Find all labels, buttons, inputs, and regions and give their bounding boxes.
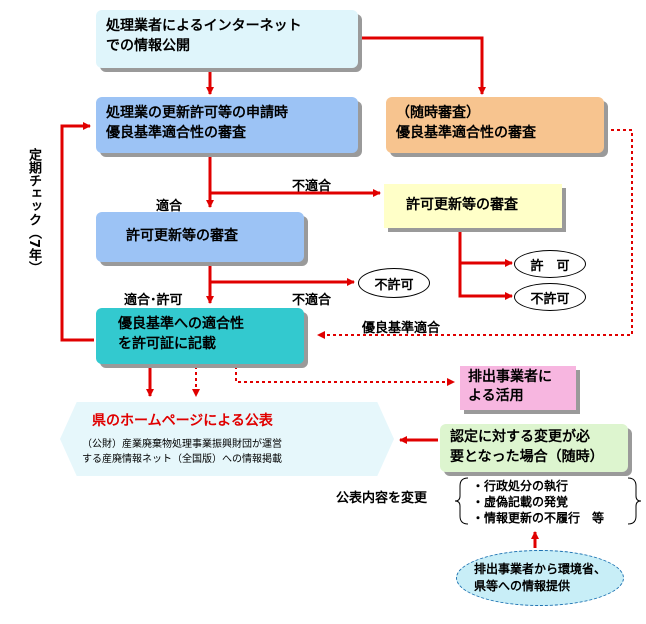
info-from-emitters-text: 排出事業者から環境省、 県等への情報提供 bbox=[473, 562, 606, 593]
pref-homepage-box bbox=[60, 402, 394, 476]
dotted-record-to-emitter bbox=[235, 366, 455, 386]
pref-homepage-sub: （公財）産業廃棄物処理事業振興財団が運営 する産廃情報ネット（全国版）への情報掲… bbox=[82, 439, 282, 465]
not-permitted-main-oval: 不許可 bbox=[358, 268, 430, 298]
label-change-publication: 公表内容を変更 bbox=[336, 491, 428, 506]
record-on-permit-box: 優良基準への適合性 を許可証に記載 bbox=[96, 308, 304, 364]
reasons-bracket-left bbox=[454, 477, 469, 525]
reasons-list: ・行政処分の執行 ・虚偽記載の発覚 ・情報更新の不履行 等 bbox=[472, 479, 605, 525]
permit-review-side-box: 許可更新等の審査 bbox=[384, 184, 562, 228]
label-nonconform-2: 不適合 bbox=[292, 293, 332, 308]
permit-review-main-box: 許可更新等の審査 bbox=[96, 212, 304, 262]
not-permitted-side-oval: 不許可 bbox=[514, 283, 586, 311]
arrow-periodic-loop bbox=[60, 122, 94, 342]
renewal-review-box: 処理業の更新許可等の申請時 優良基準適合性の審査 bbox=[96, 97, 358, 153]
permitted-oval: 許 可 bbox=[514, 250, 586, 278]
label-nonconform-1: 不適合 bbox=[292, 179, 332, 194]
pref-homepage-title: 県のホームページによる公表 bbox=[92, 413, 273, 429]
label-meets-standard: 優良基準適合 bbox=[362, 321, 441, 336]
label-conform-permit: 適合･許可 bbox=[124, 293, 183, 308]
internet-disclosure-box: 処理業者によるインターネット での情報公開 bbox=[96, 10, 358, 68]
info-from-emitters-oval: 排出事業者から環境省、 県等への情報提供 bbox=[456, 550, 624, 606]
change-needed-box: 認定に対する変更が必 要となった場合（随時） bbox=[440, 424, 628, 472]
label-periodic-check: 定期チェック（7年） bbox=[26, 148, 41, 275]
arrow-side-to-permitted bbox=[458, 228, 513, 300]
arrow-top-to-adhoc bbox=[360, 36, 486, 95]
label-conform: 適合 bbox=[156, 199, 183, 214]
adhoc-review-box: （随時審査） 優良基準適合性の審査 bbox=[386, 97, 604, 153]
reasons-bracket-right bbox=[627, 477, 642, 525]
emitter-use-box: 排出事業者に よる活用 bbox=[460, 366, 576, 410]
dotted-adhoc-to-record bbox=[317, 129, 633, 339]
